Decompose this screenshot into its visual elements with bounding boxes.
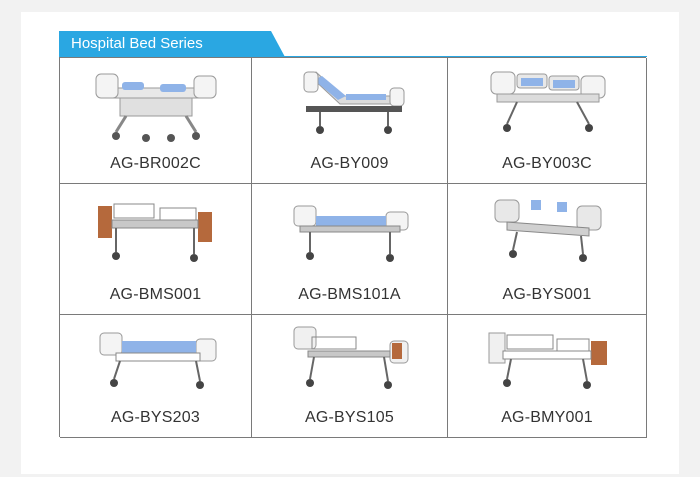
product-grid: AG-BR002C AG-BY009 AG-BY0 — [59, 57, 647, 438]
electric-bed-icon — [303, 71, 404, 134]
electric-bed-icon — [494, 199, 602, 262]
product-card[interactable]: AG-BMS101A — [252, 184, 448, 315]
manual-bed-icon — [97, 203, 212, 262]
product-card[interactable]: AG-BYS105 — [252, 315, 448, 438]
manual-bed-icon — [293, 205, 408, 262]
product-model-label: AG-BMS101A — [298, 286, 401, 303]
electric-bed-icon — [490, 71, 606, 132]
product-model-label: AG-BY003C — [502, 155, 592, 172]
product-card[interactable]: AG-BR002C — [60, 58, 252, 184]
product-model-label: AG-BY009 — [310, 155, 389, 172]
manual-bed-icon — [488, 332, 607, 389]
product-card[interactable]: AG-BYS001 — [448, 184, 647, 315]
product-card[interactable]: AG-BY009 — [252, 58, 448, 184]
product-card[interactable]: AG-BMS001 — [60, 184, 252, 315]
product-card[interactable]: AG-BYS203 — [60, 315, 252, 438]
icu-bed-icon — [95, 73, 216, 142]
section-title: Hospital Bed Series — [59, 31, 285, 57]
product-model-label: AG-BYS001 — [502, 286, 592, 303]
manual-bed-icon — [293, 326, 408, 389]
product-model-label: AG-BYS105 — [305, 409, 394, 426]
product-model-label: AG-BMY001 — [501, 409, 593, 426]
product-model-label: AG-BR002C — [110, 155, 201, 172]
product-card[interactable]: AG-BY003C — [448, 58, 647, 184]
manual-bed-icon — [99, 332, 216, 389]
product-model-label: AG-BYS203 — [111, 409, 200, 426]
title-underline — [59, 56, 647, 57]
product-model-label: AG-BMS001 — [109, 286, 202, 303]
product-card[interactable]: AG-BMY001 — [448, 315, 647, 438]
